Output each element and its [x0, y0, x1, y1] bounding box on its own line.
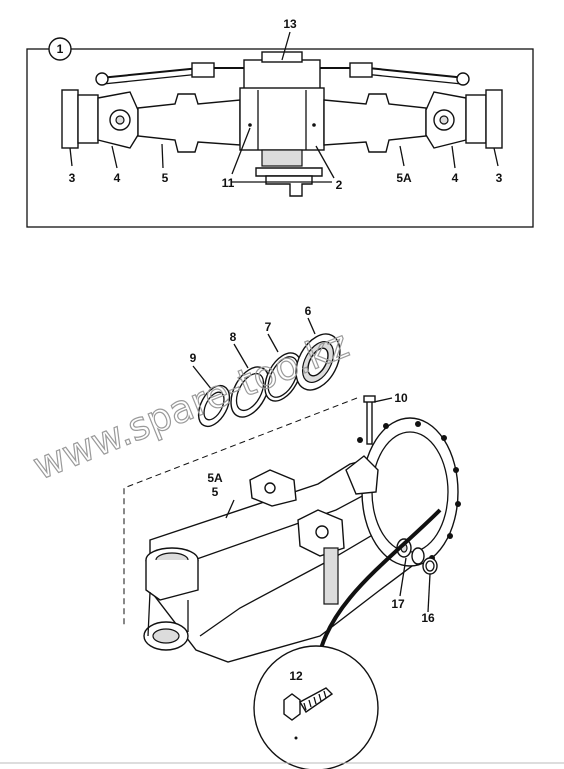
- label-6: 6: [305, 304, 312, 318]
- label-4-right: 4: [452, 171, 459, 185]
- label-3-left: 3: [69, 171, 76, 185]
- detail-connector: [316, 508, 442, 661]
- watermark: www.spare-too.kz: [27, 322, 355, 489]
- left-axle-housing: [137, 93, 241, 153]
- label-4-left: 4: [114, 171, 121, 185]
- differential-housing: [232, 51, 332, 197]
- label-8: 8: [230, 330, 237, 344]
- seal-9: [197, 384, 231, 428]
- label-17: 17: [391, 597, 405, 611]
- label-5A: 5A: [396, 171, 412, 185]
- hub-flange: [345, 417, 461, 567]
- label-5: 5: [162, 171, 169, 185]
- bearing-6: [295, 333, 341, 391]
- housing-exploded-view: 9 8 7 6 10 5A 5 17 16 12: [123, 304, 461, 769]
- label-9: 9: [190, 351, 197, 365]
- label-10: 10: [394, 391, 408, 405]
- detail-bolt-12: [253, 645, 379, 769]
- label-5-bottom: 5: [212, 485, 219, 499]
- axle-housing-5: [143, 449, 421, 663]
- right-hub: [425, 89, 503, 149]
- breather-10: [363, 395, 376, 445]
- bearing-cup-8: [230, 366, 270, 418]
- right-axle-housing: [323, 93, 427, 153]
- left-hub: [61, 89, 139, 149]
- axle-assembly-view: 1: [26, 17, 534, 228]
- ring-7: [264, 352, 302, 402]
- label-12: 12: [289, 669, 303, 683]
- label-11: 11: [222, 176, 235, 190]
- label-13: 13: [283, 17, 297, 31]
- assembly-line: [123, 397, 358, 628]
- label-3-right: 3: [496, 171, 503, 185]
- label-7: 7: [265, 320, 272, 334]
- plug-16: [422, 557, 438, 575]
- assembly-frame: [26, 48, 534, 228]
- label-2: 2: [336, 178, 343, 192]
- label-16: 16: [421, 611, 435, 625]
- callout-number: 1: [57, 42, 64, 56]
- label-5A-bottom: 5A: [207, 471, 223, 485]
- callout-circle: [48, 37, 72, 61]
